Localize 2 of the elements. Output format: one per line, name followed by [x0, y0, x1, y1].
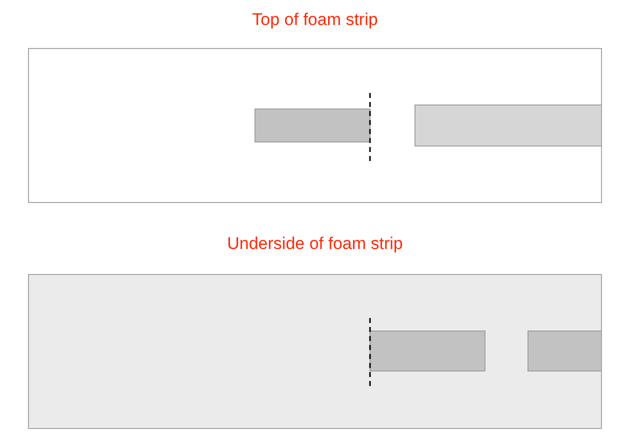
panel-heading: Underside of foam strip — [227, 234, 403, 254]
panel-heading: Top of foam strip — [252, 10, 378, 30]
